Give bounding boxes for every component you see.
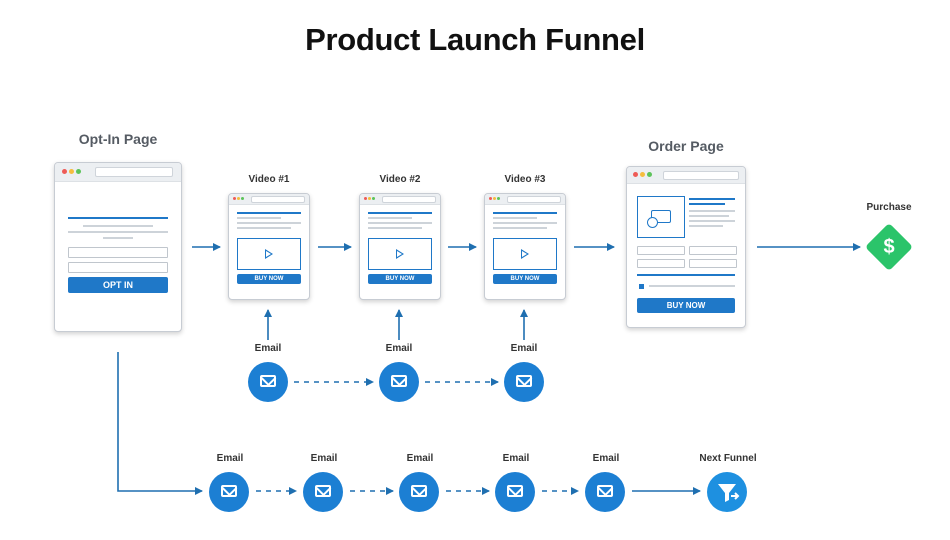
email-node xyxy=(504,362,544,402)
email-label: Email xyxy=(216,453,244,464)
dollar-sign: $ xyxy=(883,236,895,258)
email-node xyxy=(248,362,288,402)
video1-buy-now-button: BUY NOW xyxy=(237,274,301,284)
browser-titlebar xyxy=(55,163,181,182)
play-icon xyxy=(521,249,529,259)
envelope-icon xyxy=(516,375,532,387)
order-page-label: Order Page xyxy=(648,138,724,154)
email-label: Email xyxy=(510,343,538,354)
envelope-icon xyxy=(391,375,407,387)
checkbox xyxy=(639,284,644,289)
email-label: Email xyxy=(406,453,434,464)
envelope-icon xyxy=(597,485,613,497)
email-node xyxy=(303,472,343,512)
email-label: Email xyxy=(592,453,620,464)
video2-label: Video #2 xyxy=(379,174,421,185)
order-page-mockup: BUY NOW xyxy=(626,166,746,328)
video3-page-mockup: BUY NOW xyxy=(484,193,566,300)
video3-label: Video #3 xyxy=(504,174,546,185)
email-label: Email xyxy=(502,453,530,464)
video-player xyxy=(493,238,557,270)
email-label: Email xyxy=(310,453,338,464)
opt-in-field-1 xyxy=(68,247,168,258)
product-image xyxy=(637,196,685,238)
opt-in-page-mockup: OPT IN xyxy=(54,162,182,332)
opt-in-field-2 xyxy=(68,262,168,273)
path-optin-bottom xyxy=(117,352,203,495)
purchase-label: Purchase xyxy=(866,202,912,213)
next-funnel-node xyxy=(707,472,747,512)
email-node xyxy=(585,472,625,512)
opt-in-page-label: Opt-In Page xyxy=(78,131,158,147)
video2-buy-now-button: BUY NOW xyxy=(368,274,432,284)
order-buy-now-button: BUY NOW xyxy=(637,298,735,313)
play-icon xyxy=(396,249,404,259)
next-funnel-label: Next Funnel xyxy=(699,453,757,464)
funnel-icon xyxy=(718,484,740,502)
email-node xyxy=(495,472,535,512)
video1-label: Video #1 xyxy=(248,174,290,185)
play-icon xyxy=(265,249,273,259)
video2-page-mockup: BUY NOW xyxy=(359,193,441,300)
envelope-icon xyxy=(411,485,427,497)
envelope-icon xyxy=(260,375,276,387)
page-title: Product Launch Funnel xyxy=(305,22,645,57)
envelope-icon xyxy=(315,485,331,497)
email-label: Email xyxy=(385,343,413,354)
email-label: Email xyxy=(254,343,282,354)
email-node xyxy=(209,472,249,512)
envelope-icon xyxy=(221,485,237,497)
video1-page-mockup: BUY NOW xyxy=(228,193,310,300)
opt-in-button: OPT IN xyxy=(68,277,168,293)
envelope-icon xyxy=(507,485,523,497)
video-player xyxy=(368,238,432,270)
email-node xyxy=(379,362,419,402)
video-player xyxy=(237,238,301,270)
email-node xyxy=(399,472,439,512)
video3-buy-now-button: BUY NOW xyxy=(493,274,557,284)
